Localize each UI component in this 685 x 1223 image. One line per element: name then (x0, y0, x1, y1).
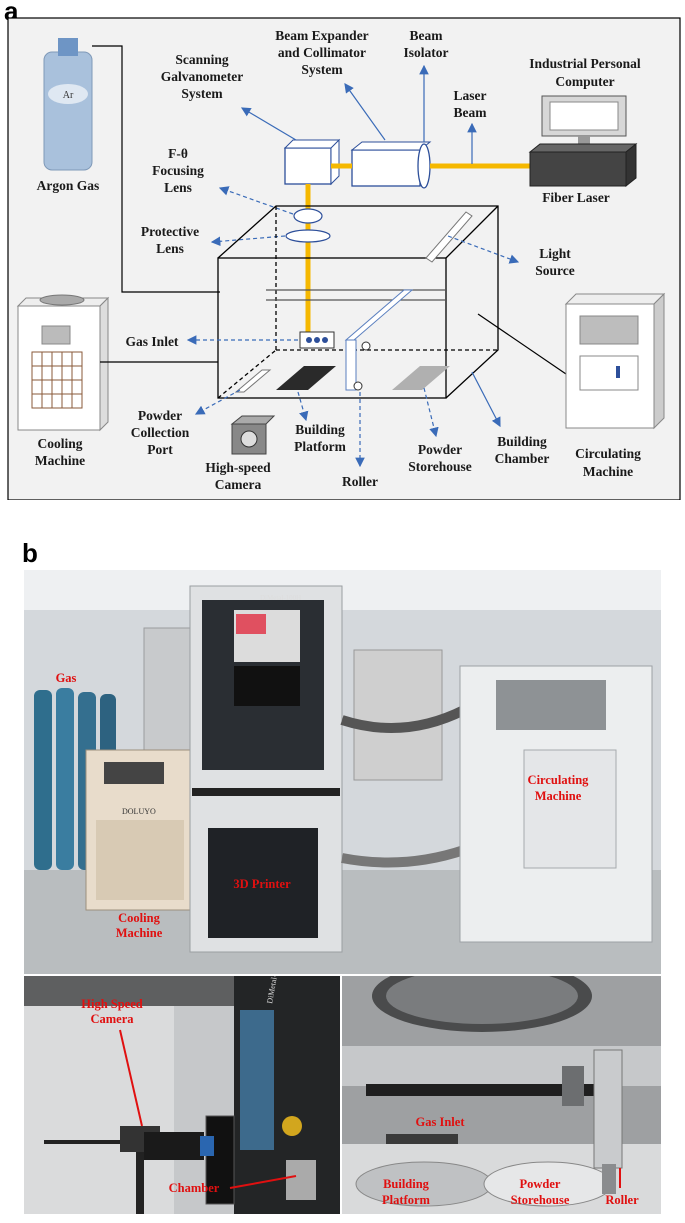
photo-gas-label: Gas (56, 671, 77, 685)
photo-chamber-label: Chamber (169, 1181, 220, 1195)
hs-camera-label-1: High-speed (205, 460, 271, 475)
scanning-label-2: Galvanometer (161, 69, 243, 84)
roller-photo-icon (562, 1049, 623, 1194)
building-chamber-label-1: Building (497, 434, 547, 449)
fiber-laser-label: Fiber Laser (542, 190, 610, 205)
beam-expander-label-3: System (301, 62, 343, 77)
circulating-label-1: Circulating (575, 446, 641, 461)
photo-bp-label-2: Platform (382, 1193, 430, 1207)
circulating-label-2: Machine (583, 464, 633, 479)
powder-coll-label-2: Collection (131, 425, 190, 440)
photo-circ-label-2: Machine (535, 789, 582, 803)
roller-icon (353, 381, 363, 391)
protective-label-1: Protective (141, 224, 199, 239)
circulating-machine-photo (459, 665, 653, 943)
powder-store-label-2: Storehouse (408, 459, 472, 474)
scanning-label-3: System (181, 86, 223, 101)
scanning-label-1: Scanning (175, 52, 229, 67)
building-platform-label-2: Platform (294, 439, 346, 454)
photo-ps-label-2: Storehouse (511, 1193, 570, 1207)
beam-isolator-label-2: Isolator (404, 45, 449, 60)
powder-coll-label-1: Powder (138, 408, 182, 423)
protective-label-2: Lens (156, 241, 184, 256)
beam-expander-label-2: and Collimator (278, 45, 366, 60)
powder-storehouse-icon (392, 366, 450, 390)
beam-expander-label-1: Beam Expander (275, 28, 368, 43)
gas-inlet-label: Gas Inlet (126, 334, 179, 349)
recoater-bar (366, 1084, 616, 1096)
argon-cylinder-icon (43, 38, 93, 171)
photo-cool-label-2: Machine (116, 926, 163, 940)
photo-ps-label-1: Powder (520, 1177, 561, 1191)
building-chamber-label-2: Chamber (495, 451, 550, 466)
roller-label: Roller (342, 474, 378, 489)
high-speed-camera-icon (230, 415, 276, 455)
light-label-1: Light (539, 246, 571, 261)
f-theta-lens-icon (293, 208, 323, 224)
powder-store-label-1: Powder (418, 442, 462, 457)
ftheta-label-3: Lens (164, 180, 192, 195)
printer-icon (189, 585, 343, 953)
ftheta-label-1: F-θ (168, 146, 188, 161)
cooling-machine-icon (16, 294, 110, 432)
galvanometer-box (284, 147, 332, 185)
high-speed-camera-photo-icon (44, 1126, 214, 1214)
ipc-label-2: Computer (555, 74, 614, 89)
cooling-label-1: Cooling (37, 436, 82, 451)
light-label-2: Source (535, 263, 575, 278)
photo-gas-inlet-label: Gas Inlet (416, 1115, 466, 1129)
chiller-brand: DOLUYO (122, 807, 156, 816)
photo-circ-label-1: Circulating (528, 773, 590, 787)
cooling-label-2: Machine (35, 453, 85, 468)
printer-brand: DiMetal-100H (260, 594, 301, 602)
circulating-machine-icon (564, 292, 666, 430)
photo-hs-label-1: High Speed (81, 997, 143, 1011)
beam-expander-box (351, 149, 421, 187)
laser-beam-label-2: Beam (454, 105, 488, 120)
beam-isolator-label-1: Beam (410, 28, 444, 43)
powder-coll-label-3: Port (147, 442, 173, 457)
powder-port-icon (234, 369, 272, 393)
panel-b-letter: b (22, 538, 38, 568)
building-chamber-box (217, 205, 499, 399)
fiber-laser-box (528, 142, 638, 188)
building-platform-label-1: Building (295, 422, 345, 437)
beam-isolator-icon (417, 143, 431, 189)
photo-cool-label-1: Cooling (118, 911, 160, 925)
argon-tag: Ar (63, 90, 74, 101)
photo-bp-label-1: Building (383, 1177, 430, 1191)
photo-roller-label: Roller (605, 1193, 639, 1207)
photo-hs-label-2: Camera (90, 1012, 134, 1026)
laser-beam-label-1: Laser (454, 88, 487, 103)
chiller-icon (85, 749, 193, 911)
ipc-label-1: Industrial Personal (529, 56, 641, 71)
argon-gas-label: Argon Gas (37, 178, 100, 193)
protective-lens-icon (285, 229, 331, 243)
hs-camera-label-2: Camera (215, 477, 262, 492)
panel-a-diagram: Ar Argon Gas Scanning Galvanometer Syste… (7, 17, 681, 500)
ftheta-label-2: Focusing (152, 163, 204, 178)
chamber-photo: Gas Inlet Building Platform Powder Store… (342, 976, 661, 1214)
lab-photo: Gas DOLUYO Cooling Machine DiMetal-100H … (24, 570, 661, 974)
camera-photo: High Speed Camera Chamber DiMetal-100H (24, 976, 340, 1214)
building-platform-icon (276, 366, 336, 390)
photo-printer-label: 3D Printer (233, 877, 291, 891)
